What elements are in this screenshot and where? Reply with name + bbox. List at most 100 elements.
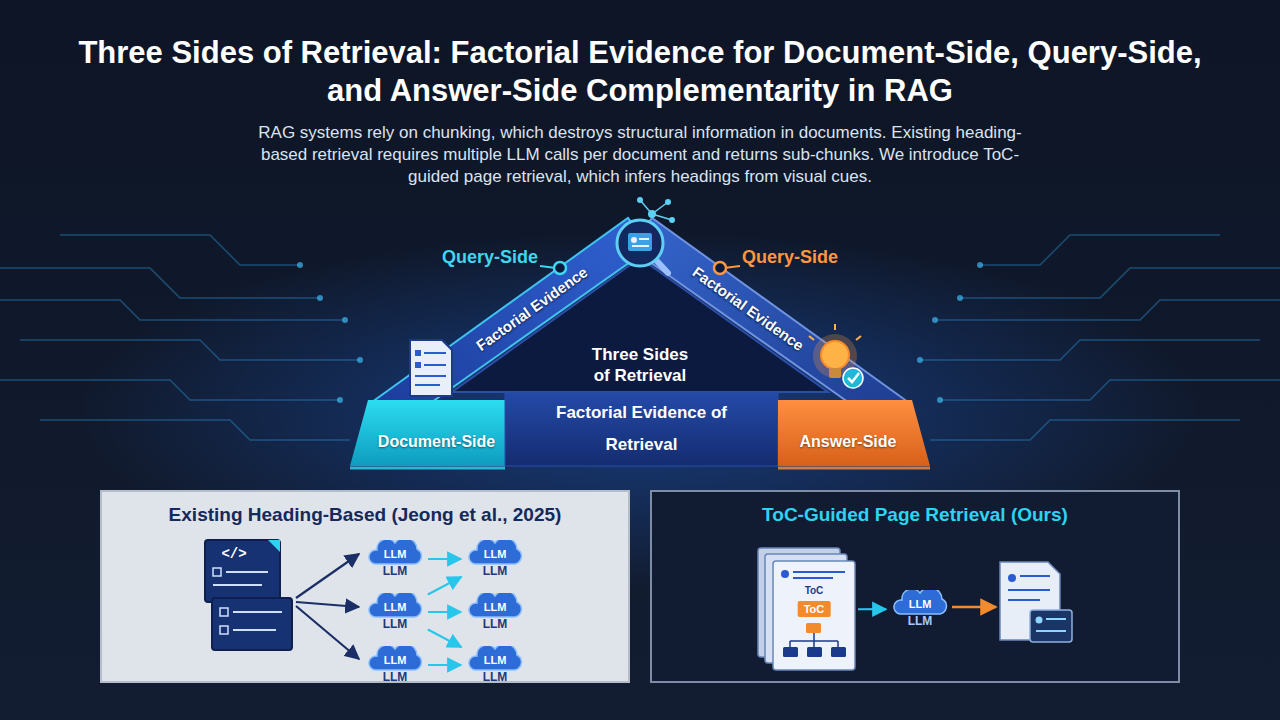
output-document xyxy=(1000,562,1060,640)
bulb-ray xyxy=(809,336,814,340)
node-text: Factorial Evidence xyxy=(442,239,622,380)
lens-card-avatar xyxy=(631,237,637,243)
method-panel: ToC-Guided Page Retrieval (Ours)ToCToCLL… xyxy=(650,490,1180,683)
network-node xyxy=(637,197,643,203)
node-subtext: LLM xyxy=(463,618,527,631)
fanout-arrow xyxy=(296,606,359,659)
output-avatar xyxy=(1008,574,1016,582)
circuit-trace xyxy=(940,380,1280,400)
center-band: Factorial Evidence of Retrieval xyxy=(505,392,778,466)
code-line xyxy=(226,571,268,573)
node-text: Document-Side xyxy=(368,425,505,459)
check-mark xyxy=(848,373,859,382)
magnifier-handle xyxy=(656,260,668,273)
flow-arrow xyxy=(428,577,461,595)
network-link xyxy=(652,214,672,220)
lightbulb xyxy=(821,341,849,369)
leader-line xyxy=(540,266,556,268)
network-link xyxy=(652,202,668,214)
document-bullet xyxy=(415,350,421,356)
diagram-title: Three Sides of Retrieval: Factorial Evid… xyxy=(60,34,1220,110)
leader-line xyxy=(724,266,740,268)
tree-box xyxy=(783,647,798,657)
document-line xyxy=(415,375,446,377)
llm-cloud: LLM LLM xyxy=(363,593,427,631)
circuit-node xyxy=(917,357,923,363)
annotation-label: Query-Side xyxy=(720,246,860,268)
glow-line xyxy=(778,467,930,470)
tree-link xyxy=(837,641,839,647)
connector-group xyxy=(428,559,886,665)
annotation-label: Query-Side xyxy=(420,246,560,268)
tree-box xyxy=(807,647,822,657)
page-avatar xyxy=(781,570,789,578)
left-arm xyxy=(372,218,650,402)
bulb-glow xyxy=(813,334,857,378)
circuit-trace xyxy=(0,268,320,298)
tree-box xyxy=(831,647,846,657)
code-box xyxy=(220,608,228,616)
flow-arrow xyxy=(428,611,461,613)
node-subtext: LLM xyxy=(363,618,427,631)
center-band xyxy=(505,392,778,466)
node-subtext: LLM xyxy=(363,565,427,578)
node-text: Answer-Side xyxy=(778,425,918,459)
circuit-node xyxy=(977,262,983,268)
flow-arrow xyxy=(428,629,461,647)
llm-cloud: LLMLLM xyxy=(888,590,952,628)
circuit-node xyxy=(337,397,343,403)
glow-line xyxy=(350,467,505,470)
circuit-trace xyxy=(20,340,360,360)
circuit-node xyxy=(317,295,323,301)
llm-cloud: LLMLLM xyxy=(363,646,427,684)
node-text: LLM xyxy=(363,548,427,561)
fanout-arrow xyxy=(296,554,359,598)
circuit-node xyxy=(357,357,363,363)
side-arm: Factorial Evidence xyxy=(442,239,622,380)
side-arm: Factorial Evidence xyxy=(658,239,838,380)
node-text: LLM xyxy=(363,654,427,667)
node-text: LLM xyxy=(463,654,527,667)
flow-arrow xyxy=(428,664,461,666)
lens-card xyxy=(628,233,652,251)
document-line xyxy=(415,384,440,386)
network-node xyxy=(669,217,675,223)
tree-link xyxy=(813,633,815,641)
code-document xyxy=(205,540,280,602)
annotation-label: Three Sides of Retrieval xyxy=(585,344,695,386)
document-line xyxy=(424,364,446,366)
node-text: LLM xyxy=(363,601,427,614)
answer-band xyxy=(778,400,930,466)
magnifier-lens xyxy=(617,220,663,266)
document-bullet xyxy=(415,362,421,368)
leader-dot xyxy=(554,262,566,274)
circuit-trace xyxy=(920,340,1260,360)
network-node xyxy=(648,210,656,218)
code-line xyxy=(233,629,276,631)
lens-card-line xyxy=(639,238,649,240)
answer-side-band: Answer-Side xyxy=(778,425,918,459)
lens-card-line xyxy=(632,245,649,247)
fanout-arrow xyxy=(296,602,359,607)
node-text: Factorial Evidence of Retrieval xyxy=(554,397,730,461)
circuit-trace xyxy=(960,268,1280,298)
bulb-ray xyxy=(856,336,861,340)
node-text: ToC xyxy=(773,585,855,597)
circuit-trace xyxy=(60,235,300,265)
right-arm xyxy=(630,218,908,402)
document-line xyxy=(424,352,446,354)
document-icon xyxy=(410,340,452,396)
circuit-node xyxy=(932,317,938,323)
code-box xyxy=(220,626,228,634)
output-card-line xyxy=(1046,618,1066,620)
node-text: LLM xyxy=(463,601,527,614)
output-line xyxy=(1008,589,1050,591)
output-arrow xyxy=(952,606,996,609)
circuit-trace xyxy=(0,300,345,320)
output-card-line xyxy=(1036,630,1066,632)
circuit-trace xyxy=(930,420,1240,440)
page-fold xyxy=(268,540,280,552)
